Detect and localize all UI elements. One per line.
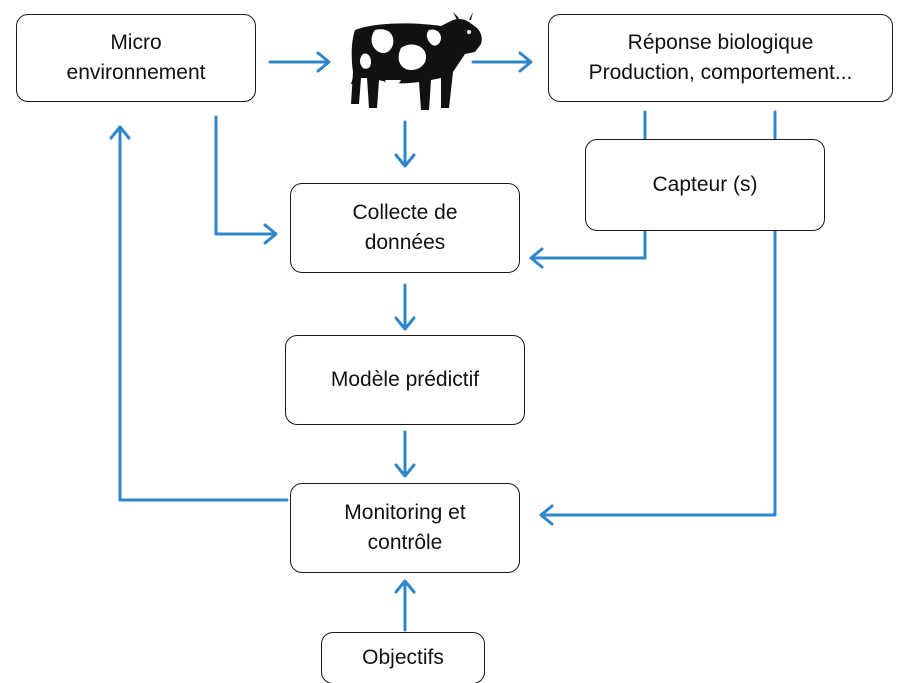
arrow-capteur-to-monitoring: [539, 228, 777, 526]
node-capteur-label: Capteur (s): [652, 173, 758, 196]
node-micro-environnement: Micro environnement: [16, 14, 256, 102]
node-modele-predictif: Modèle prédictif: [285, 335, 525, 425]
cow-icon: [351, 12, 482, 110]
node-micro-label-line2: environnement: [66, 61, 206, 84]
arrow-micro-to-collecte: [214, 115, 278, 245]
node-collecte-label-line2: données: [364, 231, 446, 254]
arrow-objectifs-to-monitoring: [394, 579, 416, 632]
arrow-cow-to-reponse: [471, 51, 533, 73]
node-reponse-biologique: Réponse biologique Production, comportem…: [548, 14, 893, 102]
node-monitoring-label-line1: Monitoring et: [344, 501, 466, 524]
node-monitoring-et-controle: Monitoring et contrôle: [290, 483, 520, 573]
arrow-capteur-to-collecte: [529, 228, 647, 269]
node-objectifs-label: Objectifs: [362, 646, 444, 669]
node-monitoring-label-line2: contrôle: [367, 531, 443, 554]
node-micro-label-line1: Micro: [110, 31, 162, 54]
arrow-monitoring-to-micro: [109, 125, 289, 502]
arrow-cow-to-collecte: [394, 120, 416, 168]
node-modele-label: Modèle prédictif: [330, 368, 480, 391]
arrow-micro-to-cow: [268, 51, 331, 73]
node-reponse-label-line2: Production, comportement...: [588, 61, 853, 84]
arrow-modele-to-monitoring: [394, 430, 416, 478]
node-capteur: Capteur (s): [585, 139, 825, 231]
node-reponse-label-line1: Réponse biologique: [627, 31, 814, 54]
arrow-collecte-to-modele: [394, 283, 416, 331]
node-objectifs: Objectifs: [321, 632, 485, 683]
node-collecte-de-donnees: Collecte de données: [290, 183, 520, 273]
node-collecte-label-line1: Collecte de: [352, 201, 458, 224]
line-reponse-to-capteur: [643, 110, 777, 141]
